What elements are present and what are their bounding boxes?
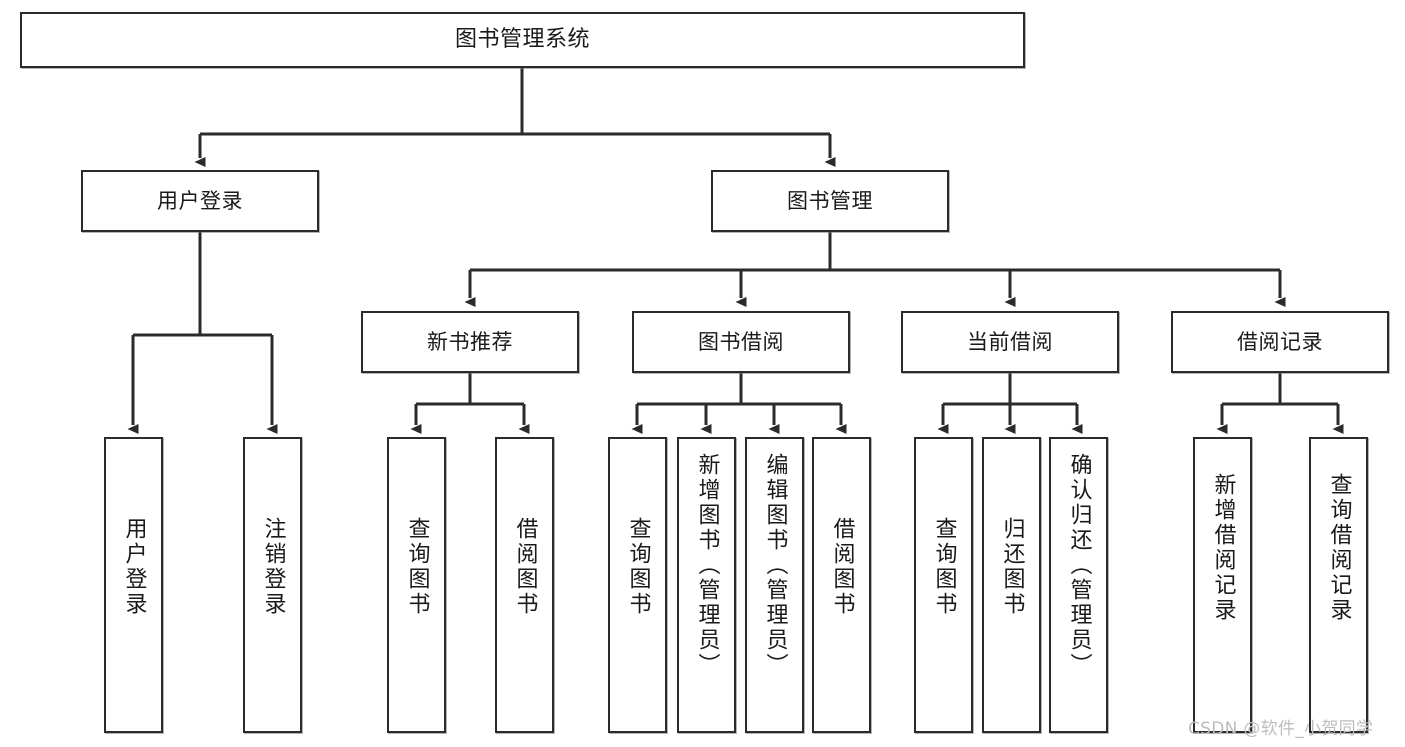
leaf-query-book-3[interactable]: 查询图书 bbox=[914, 437, 973, 733]
leaf-add-record[interactable]: 新增借阅记录 bbox=[1193, 437, 1252, 733]
leaf-add-book-label: 新增图书（管理员） bbox=[694, 453, 720, 678]
node-user-login[interactable]: 用户登录 bbox=[81, 170, 319, 232]
node-book-management[interactable]: 图书管理 bbox=[711, 170, 949, 232]
leaf-borrow-book-2-label: 借阅图书 bbox=[829, 517, 855, 617]
node-new-book-recommend-label: 新书推荐 bbox=[427, 329, 513, 354]
leaf-confirm-return-label: 确认归还（管理员） bbox=[1066, 453, 1092, 678]
leaf-return-book[interactable]: 归还图书 bbox=[982, 437, 1041, 733]
leaf-query-record-label: 查询借阅记录 bbox=[1326, 473, 1352, 623]
node-new-book-recommend[interactable]: 新书推荐 bbox=[361, 311, 579, 373]
leaf-logout-login[interactable]: 注销登录 bbox=[243, 437, 302, 733]
node-root[interactable]: 图书管理系统 bbox=[20, 12, 1025, 68]
leaf-query-book-2[interactable]: 查询图书 bbox=[608, 437, 667, 733]
leaf-confirm-return[interactable]: 确认归还（管理员） bbox=[1049, 437, 1108, 733]
leaf-user-login[interactable]: 用户登录 bbox=[104, 437, 163, 733]
leaf-logout-login-label: 注销登录 bbox=[260, 517, 286, 617]
leaf-edit-book-label: 编辑图书（管理员） bbox=[762, 453, 788, 678]
node-book-borrow-label: 图书借阅 bbox=[698, 329, 784, 354]
node-current-borrow-label: 当前借阅 bbox=[967, 329, 1053, 354]
node-current-borrow[interactable]: 当前借阅 bbox=[901, 311, 1119, 373]
leaf-edit-book[interactable]: 编辑图书（管理员） bbox=[745, 437, 804, 733]
node-borrow-record[interactable]: 借阅记录 bbox=[1171, 311, 1389, 373]
node-user-login-label: 用户登录 bbox=[157, 188, 243, 213]
csdn-watermark: CSDN @软件_小贺同学 bbox=[1188, 719, 1374, 739]
leaf-query-book-1-label: 查询图书 bbox=[404, 517, 430, 617]
leaf-borrow-book-1-label: 借阅图书 bbox=[512, 517, 538, 617]
node-root-label: 图书管理系统 bbox=[454, 27, 590, 53]
leaf-query-book-2-label: 查询图书 bbox=[625, 517, 651, 617]
node-book-management-label: 图书管理 bbox=[787, 188, 873, 213]
leaf-query-book-3-label: 查询图书 bbox=[931, 517, 957, 617]
leaf-add-record-label: 新增借阅记录 bbox=[1210, 473, 1236, 623]
node-book-borrow[interactable]: 图书借阅 bbox=[632, 311, 850, 373]
leaf-query-book-1[interactable]: 查询图书 bbox=[387, 437, 446, 733]
leaf-borrow-book-2[interactable]: 借阅图书 bbox=[812, 437, 871, 733]
leaf-user-login-label: 用户登录 bbox=[121, 517, 147, 617]
leaf-return-book-label: 归还图书 bbox=[999, 517, 1025, 617]
node-borrow-record-label: 借阅记录 bbox=[1237, 329, 1323, 354]
leaf-query-record[interactable]: 查询借阅记录 bbox=[1309, 437, 1368, 733]
leaf-borrow-book-1[interactable]: 借阅图书 bbox=[495, 437, 554, 733]
leaf-add-book[interactable]: 新增图书（管理员） bbox=[677, 437, 736, 733]
